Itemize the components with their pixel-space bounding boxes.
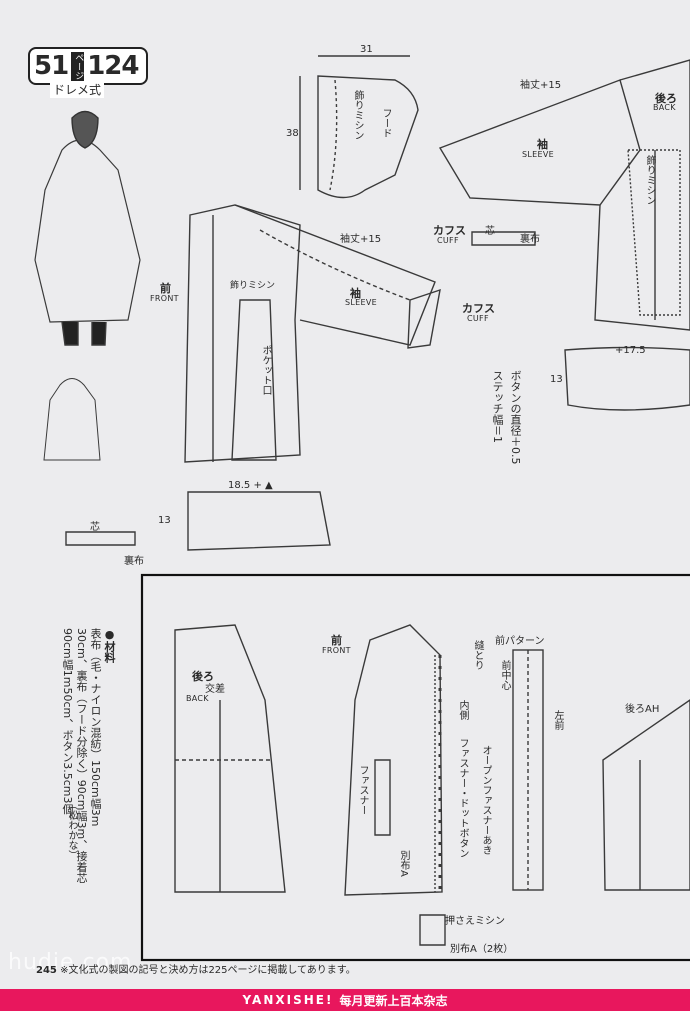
footer-note-text: ※文化式の製図の記号と決め方は225ページに掲載してあります。 [60,965,356,976]
label-separate-a: 別布A [398,850,409,877]
button-note-line1: ボタンの直径＋0.5 [509,370,522,465]
materials-title: ●材料 [103,628,116,663]
materials-line3: 90cm幅1m50cm、ボタン3.5cm3個。 [61,628,74,826]
back-sleeve-outline [438,79,641,206]
footer-page-number: 245 [36,965,57,976]
back-body-outline [594,59,690,331]
back-hem-band [564,346,690,411]
bottom-banner: YANXISHE! 每月更新上百本杂志 [0,989,690,1011]
front-hem-band-width: 18.5 + ▲ [228,480,273,491]
back-cuff-label-en: CUFF [437,236,459,245]
back-sleeve-label-en: SLEEVE [522,150,554,159]
front-sleeve-label-jp: 袖 [350,287,361,300]
watermark: hudie.com [8,950,133,975]
lower-back-label-jp: 後ろ [192,670,214,683]
hood-height-label: 38 [286,128,299,139]
label-zip-dot: ファスナー・ドットボタン [457,738,468,858]
cuff-detail [471,231,536,246]
page-number-badge: 51 ページ 124 [28,47,148,85]
front-pocket [231,299,277,461]
front-decor-label: 飾りミシン [230,281,276,291]
front-sleeve-label-en: SLEEVE [345,298,377,307]
materials-list: ●材料 表布（毛・ナイロン混紡）150cm幅3m 30cm、裏布（フード分除く）… [60,628,116,940]
back-pocket [627,149,681,316]
detail-interfacing-label: 芯 [90,522,100,533]
left-front-label: 左前 [552,710,563,730]
label-open-zip: オープンファスナーあき [480,745,491,855]
front-sleeve-outline [234,204,436,346]
footer-note: 245 ※文化式の製図の記号と決め方は225ページに掲載してあります。 [36,961,356,976]
back-sleeve-width-label: 袖丈+15 [520,80,562,91]
front-cuff [407,288,441,349]
coat-head [71,110,99,149]
detail-lining-label: 裏布 [124,556,144,567]
label-separate-a2: 別布A（2枚） [450,944,514,955]
lower-pocket [374,759,391,836]
back-label-en: BACK [653,103,676,112]
materials-line1: 表布（毛・ナイロン混紡）150cm幅3m [89,628,102,827]
hood-decor-label: 飾りミシン [352,90,363,140]
button-note-line2: ステッチ幅＝1 [491,370,504,443]
hood-outline [317,75,419,199]
label-press-stitch: 押さえミシン [445,916,505,927]
front-label-jp: 前 [160,282,171,295]
back-coat-illustration [43,378,101,461]
front-cuff-label-en: CUFF [467,314,489,323]
lower-frame [140,573,690,962]
banner-tagline: 每月更新上百本杂志 [339,993,448,1008]
lower-front-label-en: FRONT [322,646,351,655]
hood-width-label: 31 [360,44,373,55]
coat-legs [61,321,107,346]
magazine-page-number: 124 [87,51,139,81]
front-sleeve-width-label: 袖丈+15 [340,234,382,245]
author-credit: （松わかな） [66,800,77,860]
lower-front-outline [344,624,443,896]
front-cuff-label-jp: カフス [462,302,495,315]
front-pocket-label: ポケット口 [260,345,271,395]
front-body-outline [184,204,301,463]
back-interfacing-label: 芯 [485,226,495,237]
back-hem-band-height: 13 [550,374,563,385]
back-decor-label: 飾りミシン [644,155,655,205]
page-kana-label: ページ [71,51,85,81]
front-label-en: FRONT [150,294,179,303]
front-pattern-title: 前パターン [495,636,545,647]
pattern-type-label: ドレメ式 [50,81,105,98]
label-fold: 縫とり [472,640,483,670]
front-hem-band-height: 13 [158,515,171,526]
front-hem-band [187,491,331,551]
back-label-jp: 後ろ [655,92,677,105]
lower-back-outline [174,624,286,893]
detail-seam [65,531,136,546]
lower-back-note: 交差 [205,684,225,695]
back-lining-label: 裏布 [520,234,540,245]
label-fasuna: ファスナー [357,765,368,815]
hood-inner-line [329,79,338,191]
back-cuff-label-jp: カフス [433,224,466,237]
label-inner: 内側 [457,700,468,720]
pattern-number: 51 [34,51,69,81]
front-sleeve-curve [259,229,411,301]
hood-name-label: フード [380,108,391,138]
lower-back-label-en: BACK [186,694,209,703]
back-ah-outline [602,699,690,891]
back-hem-band-width: +17.5 [615,345,646,356]
zip-detail [419,914,446,946]
materials-line2: 30cm、裏布（フード分除く）90cm幅3m、接着芯 [75,628,88,884]
back-ah-title: 後ろAH [625,704,660,715]
brand-name: YANXISHE! [242,993,334,1007]
coat-illustration [34,139,141,323]
front-center-label: 前中心 [499,660,510,690]
lower-front-label-jp: 前 [331,634,342,647]
back-sleeve-label-jp: 袖 [537,138,548,151]
